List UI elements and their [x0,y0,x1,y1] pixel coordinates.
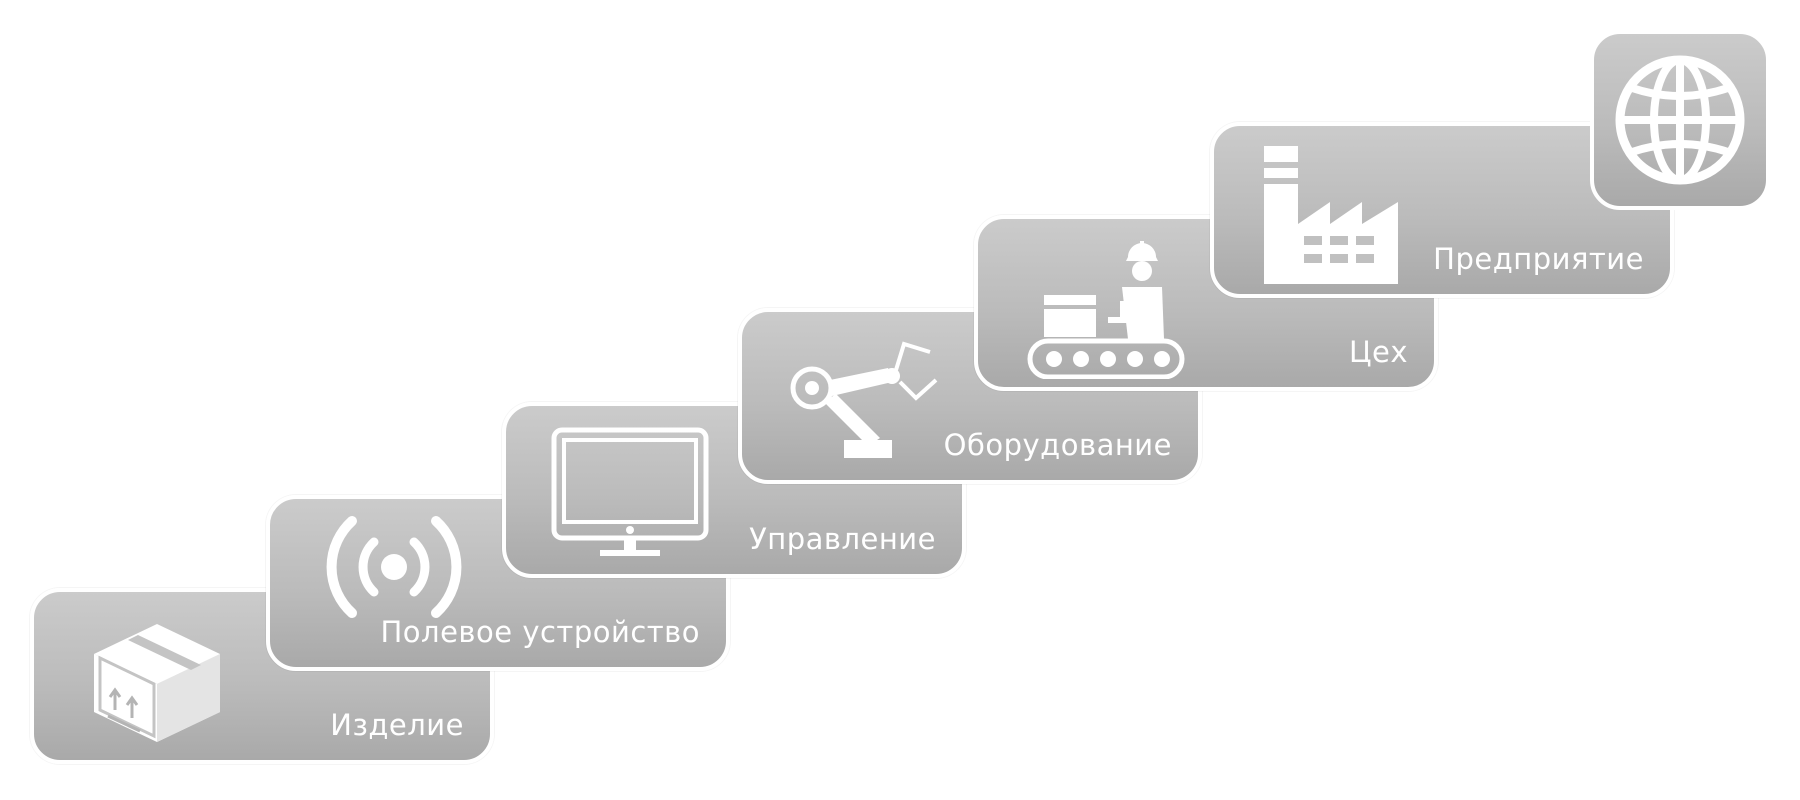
step-label-field-device: Полевое устройство [380,615,700,649]
conveyor-worker-icon [1024,239,1194,379]
step-label-product: Изделие [330,708,464,742]
step-label-control: Управление [749,522,936,556]
step-control: Управление [502,402,966,578]
globe-tile [1590,30,1770,210]
factory-icon [1260,144,1410,284]
monitor-icon [550,426,710,560]
globe-icon [1612,52,1748,188]
wireless-signal-icon [324,515,464,619]
step-label-workshop: Цех [1348,335,1408,369]
package-box-icon [88,618,226,746]
robot-arm-icon [788,336,948,466]
step-label-enterprise: Предприятие [1433,242,1644,276]
step-label-equipment: Оборудование [943,428,1172,462]
